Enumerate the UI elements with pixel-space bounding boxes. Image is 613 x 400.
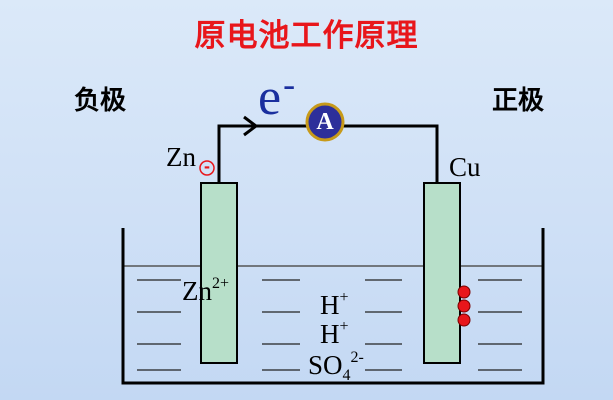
ion-sulfate: SO42- bbox=[308, 350, 364, 384]
electron-charge: - bbox=[283, 64, 296, 104]
positive-electrode-label: 正极 bbox=[492, 86, 545, 116]
negative-charge-icon bbox=[199, 160, 215, 176]
ammeter-label: A bbox=[316, 109, 334, 135]
page-title: 原电池工作原理 bbox=[194, 18, 419, 54]
ion-base: H bbox=[320, 319, 340, 349]
ammeter bbox=[305, 102, 345, 142]
hydrogen-bubble bbox=[457, 285, 471, 299]
external-wire bbox=[217, 124, 307, 182]
beaker bbox=[121, 228, 545, 385]
ion-charge: + bbox=[339, 289, 349, 306]
electron-flow-arrow-icon bbox=[243, 115, 259, 137]
electron-symbol: e bbox=[258, 69, 282, 126]
negative-electrode-label: 负极 bbox=[74, 86, 127, 116]
ion-charge: 2+ bbox=[212, 275, 230, 292]
ion-subscript: 4 bbox=[342, 367, 351, 384]
hydrogen-bubbles bbox=[457, 285, 471, 327]
electron-label: e- bbox=[258, 66, 295, 124]
zinc-electrode bbox=[200, 182, 238, 364]
ion-hydrogen: H+ bbox=[320, 319, 349, 348]
copper-electrode-label: Cu bbox=[449, 152, 481, 182]
external-wire-right bbox=[343, 124, 439, 182]
copper-electrode bbox=[423, 182, 461, 364]
hydrogen-bubble bbox=[457, 313, 471, 327]
ion-charge: + bbox=[339, 318, 349, 335]
ion-base: Zn bbox=[182, 276, 212, 306]
zinc-electrode-label: Zn bbox=[166, 142, 196, 172]
ion-hydrogen: H+ bbox=[320, 290, 349, 319]
ion-base: H bbox=[320, 290, 340, 320]
ion-zinc: Zn2+ bbox=[182, 276, 229, 305]
zinc-negative-sign: - bbox=[203, 158, 211, 176]
solution-dashes bbox=[137, 279, 522, 371]
ion-base: SO bbox=[308, 350, 343, 380]
ion-charge: 2- bbox=[350, 349, 364, 366]
hydrogen-bubble bbox=[457, 299, 471, 313]
